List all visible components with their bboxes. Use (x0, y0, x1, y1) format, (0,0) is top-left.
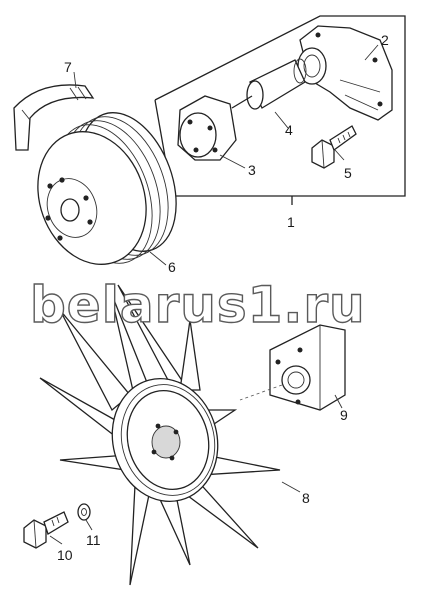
leader-lines (49, 44, 379, 545)
fan-spacer (239, 324, 346, 411)
callout-10: 10 (57, 547, 73, 563)
callout-1: 1 (287, 214, 295, 230)
cooling-fan (39, 284, 281, 586)
callout-4: 4 (285, 122, 293, 138)
callout-11: 11 (86, 532, 101, 548)
washer-11 (77, 503, 91, 521)
impeller-hub (177, 95, 253, 161)
callout-7: 7 (64, 59, 72, 75)
drive-belt (13, 84, 95, 151)
pump-shaft (246, 58, 307, 110)
callout-9: 9 (340, 407, 348, 423)
pulley (37, 112, 177, 265)
callout-8: 8 (302, 490, 310, 506)
callout-2: 2 (381, 32, 389, 48)
callout-6: 6 (168, 259, 176, 275)
bolt-5 (311, 125, 357, 169)
callout-5: 5 (344, 165, 352, 181)
watermark-text: belarus1.ru (30, 276, 366, 334)
callout-3: 3 (248, 162, 256, 178)
pump-housing (297, 25, 393, 121)
bolt-10 (23, 511, 69, 549)
